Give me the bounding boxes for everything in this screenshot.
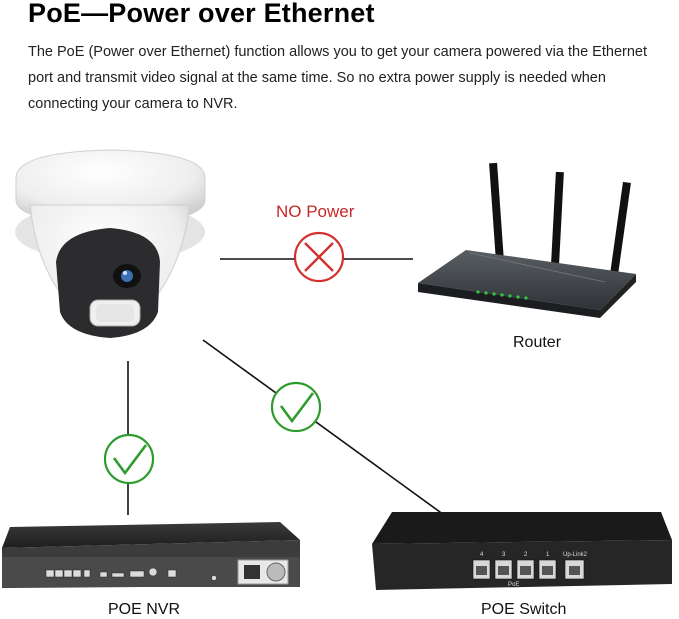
no-power-label: NO Power bbox=[276, 202, 355, 221]
switch-check-icon bbox=[270, 381, 322, 433]
description-text: The PoE (Power over Ethernet) function a… bbox=[28, 44, 647, 112]
router-icon bbox=[418, 162, 636, 318]
page-title: PoE—Power over Ethernet bbox=[28, 0, 375, 28]
no-power-cross-icon bbox=[293, 231, 345, 283]
switch-port-label: 1 bbox=[546, 552, 550, 558]
switch-icon: 4 3 2 1 Up-Link2 PoE bbox=[372, 512, 672, 590]
switch-label: POE Switch bbox=[481, 601, 567, 618]
nvr-ports bbox=[45, 567, 217, 581]
camera-switch-line bbox=[202, 339, 452, 521]
nvr-icon bbox=[2, 522, 300, 588]
switch-port-label: 4 bbox=[480, 552, 484, 558]
nvr-check-icon bbox=[103, 433, 155, 485]
switch-uplink-label: Up-Link2 bbox=[563, 552, 588, 558]
switch-poe-label: PoE bbox=[508, 582, 519, 588]
nvr-label: POE NVR bbox=[108, 601, 181, 618]
switch-port-label: 2 bbox=[524, 552, 528, 558]
switch-port-label: 3 bbox=[502, 552, 506, 558]
dome-camera-icon bbox=[15, 149, 206, 338]
router-label: Router bbox=[513, 334, 562, 351]
